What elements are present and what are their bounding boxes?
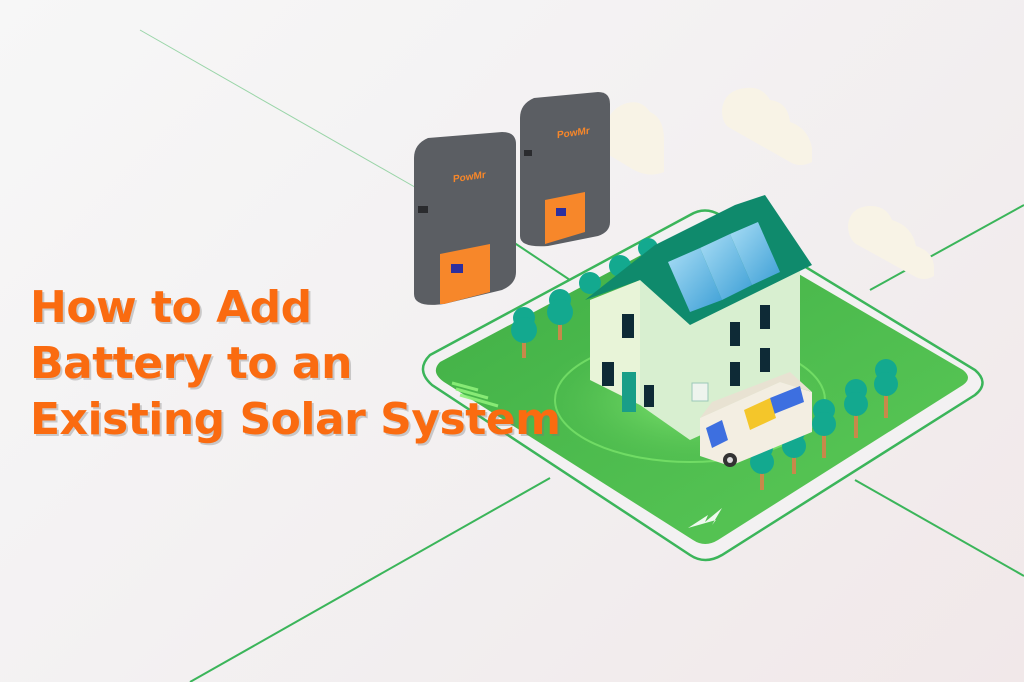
cloud-icon (604, 87, 934, 279)
grid-lines (139, 29, 1024, 682)
headline-line-2: Battery to an (30, 338, 352, 389)
headline-line-3: Existing Solar System (30, 394, 561, 445)
headline: How to Add Battery to an Existing Solar … (30, 280, 561, 448)
rv-camper (700, 372, 812, 467)
battery-unit-front (414, 132, 516, 305)
headline-line-1: How to Add (30, 282, 312, 333)
battery-unit-back (520, 92, 610, 247)
lightning-bolt-icon (688, 508, 722, 528)
